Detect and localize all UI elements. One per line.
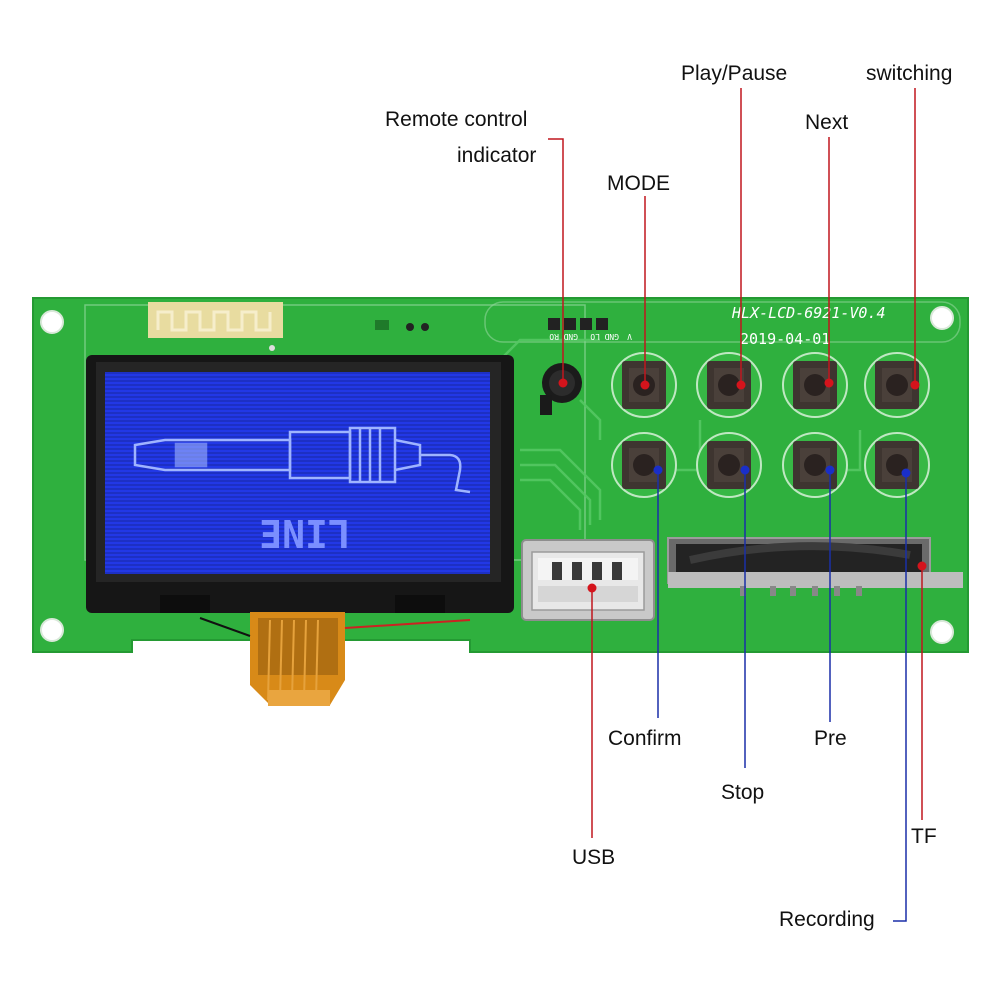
label-play-pause: Play/Pause [681,62,788,85]
next-button [782,352,848,418]
label-confirm: Confirm [608,727,682,750]
silkscreen-date: 2019-04-01 [740,330,830,348]
label-usb: USB [572,846,616,869]
lcd-module: LINE [86,355,514,613]
pin-label-v: V [627,332,632,341]
ribbon-cable [199,612,471,706]
label-mode: MODE [607,172,670,195]
pin-label-lo: LO [590,332,600,341]
confirm-button [611,432,677,498]
label-remote-line1: Remote control [385,108,528,131]
small-components-top [269,320,429,351]
pre-button [782,432,848,498]
label-recording: Recording [779,908,875,931]
label-pre: Pre [814,727,847,750]
label-next: Next [805,111,849,134]
lcd-jack-graphic [133,426,471,494]
pin-label-gnd2: GND [604,332,619,341]
mounting-holes [40,306,954,644]
tf-card-slot [667,537,963,596]
leader-recording [893,473,907,922]
play-pause-button [696,352,762,418]
label-tf: TF [911,825,937,848]
antenna-patch [148,302,283,338]
label-remote-line2: indicator [457,144,537,167]
pin-label-ro: RO [549,332,559,341]
pin-label-gnd1: GND [563,332,578,341]
silkscreen-model: HLX-LCD-6921-V0.4 [731,304,886,322]
stop-button [696,432,762,498]
recording-button [864,432,930,498]
label-switching: switching [866,62,953,85]
leader-lines [548,88,923,922]
header-pins: RO GND LO GND V [548,318,632,341]
button-row-top [611,352,930,418]
leader-remote [548,138,564,383]
leader-dots [558,378,927,593]
label-stop: Stop [721,781,765,804]
lcd-mode-text: LINE [259,511,351,555]
usb-port [521,539,655,621]
switching-button [864,352,930,418]
